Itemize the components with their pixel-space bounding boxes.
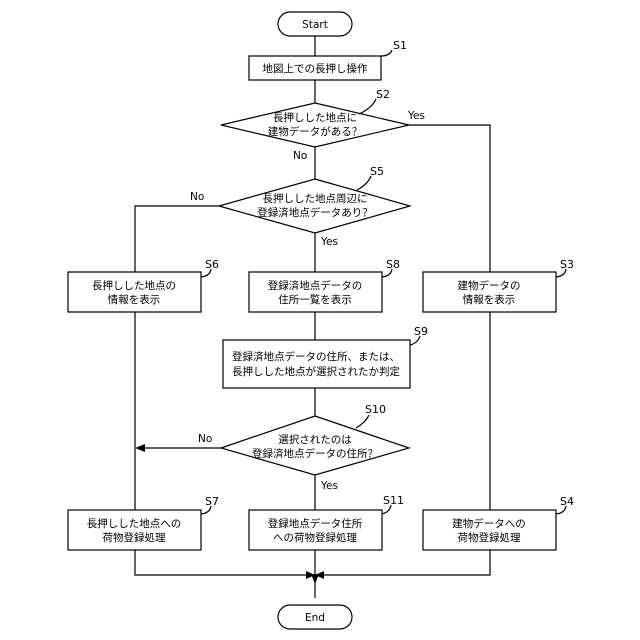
s9-text-line-1: 登録済地点データの住所、または、	[232, 350, 400, 363]
step-s3: 建物データの 情報を表示 S3	[423, 258, 574, 312]
s6-text-line-2: 情報を表示	[108, 293, 161, 306]
decision-s10: 選択されたのは 登録済地点データの住所？ S10 Yes No	[198, 403, 409, 492]
step-s7: 長押しした地点への 荷物登録処理 S7	[68, 495, 219, 550]
s7-text-line-2: 荷物登録処理	[103, 531, 166, 544]
end-terminal: End	[278, 605, 352, 629]
s1-leader	[381, 50, 392, 56]
s2-step-label: S2	[376, 88, 390, 101]
s2-text-line-2: 建物データがある？	[268, 125, 363, 138]
step-s6: 長押しした地点の 情報を表示 S6	[68, 258, 219, 312]
step-s4: 建物データへの 荷物登録処理 S4	[423, 495, 574, 550]
s5-text-line-1: 長押しした地点周辺に	[263, 192, 368, 205]
connector-s4-merge	[323, 550, 490, 575]
s2-yes-label: Yes	[407, 110, 425, 122]
s11-step-label: S11	[383, 494, 404, 507]
connector-s7-merge	[135, 550, 307, 575]
connector-s2-s3	[409, 125, 490, 272]
s2-text-line-1: 長押しした地点に	[273, 111, 357, 124]
s10-text-line-1: 選択されたのは	[278, 433, 352, 446]
step-s8: 登録済地点データの 住所一覧を表示 S8	[249, 258, 400, 312]
start-terminal: Start	[278, 12, 352, 36]
s2-leader	[359, 99, 376, 114]
s9-text-line-2: 長押しした地点が選択されたか判定	[232, 365, 400, 378]
s3-text-line-1: 建物データの	[458, 279, 521, 292]
arrowhead-s10-no	[135, 444, 145, 452]
decision-s5: 長押しした地点周辺に 登録済地点データあり？ S5 Yes No	[190, 165, 410, 248]
s10-no-label: No	[198, 433, 212, 445]
step-s11: 登録地点データ住所 への荷物登録処理 S11	[249, 494, 404, 550]
s5-text-line-2: 登録済地点データあり？	[257, 206, 373, 219]
s5-yes-label: Yes	[320, 236, 338, 248]
start-label: Start	[302, 19, 328, 31]
s2-no-label: No	[293, 150, 307, 162]
step-s1: 地図上での長押し操作 S1	[249, 39, 407, 80]
s7-step-label: S7	[205, 495, 219, 508]
s4-text-line-1: 建物データへの	[452, 517, 526, 530]
s9-step-label: S9	[414, 325, 428, 338]
arrowhead-merge-down	[311, 574, 319, 584]
s8-step-label: S8	[386, 258, 400, 271]
decision-s2: 長押しした地点に 建物データがある？ S2 Yes No	[221, 88, 425, 162]
s6-step-label: S6	[205, 258, 219, 271]
s8-text-line-2: 住所一覧を表示	[278, 293, 352, 306]
s5-step-label: S5	[370, 165, 384, 178]
s1-text-line-1: 地図上での長押し操作	[263, 62, 368, 75]
s3-step-label: S3	[560, 258, 574, 271]
s11-text-line-2: への荷物登録処理	[273, 531, 357, 544]
s8-text-line-1: 登録済地点データの	[268, 279, 363, 292]
s5-no-label: No	[190, 191, 204, 203]
s4-text-line-2: 荷物登録処理	[458, 531, 521, 544]
s6-text-line-1: 長押しした地点の	[92, 279, 176, 292]
s10-step-label: S10	[365, 403, 386, 416]
s7-text-line-1: 長押しした地点への	[87, 517, 182, 530]
s5-leader	[357, 176, 371, 190]
s1-step-label: S1	[393, 39, 407, 52]
step-s9: 登録済地点データの住所、または、 長押しした地点が選択されたか判定 S9	[223, 325, 428, 388]
s11-text-line-1: 登録地点データ住所	[268, 517, 363, 530]
s10-yes-label: Yes	[320, 480, 338, 492]
s10-text-line-2: 登録済地点データの住所？	[252, 447, 378, 460]
s3-text-line-2: 情報を表示	[463, 293, 516, 306]
end-label: End	[305, 612, 325, 624]
s10-leader	[356, 415, 369, 428]
s4-step-label: S4	[560, 495, 574, 508]
